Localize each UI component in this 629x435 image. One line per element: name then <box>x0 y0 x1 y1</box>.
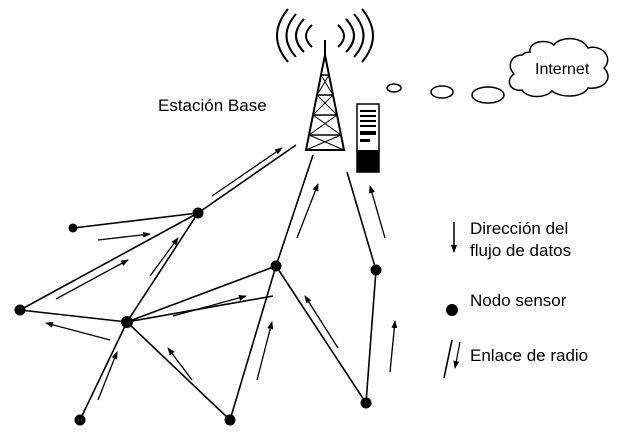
legend-radio-link: Enlace de radio <box>470 346 589 365</box>
internet-label: Internet <box>535 61 590 78</box>
sensor-node <box>192 207 204 219</box>
radio-link-icon <box>443 339 461 379</box>
sensor-nodes <box>14 207 382 426</box>
cloud-icon <box>508 37 609 98</box>
base-station-label: Estación Base <box>158 96 267 115</box>
sensor-node <box>270 260 282 272</box>
sensor-node <box>14 304 26 316</box>
server-icon <box>356 103 380 173</box>
sensor-node <box>370 264 382 276</box>
sensor-node <box>360 397 372 409</box>
radio-tower-icon <box>276 8 374 151</box>
data-flow-arrows <box>45 147 398 401</box>
sensor-node <box>74 414 86 426</box>
sensor-node-icon <box>446 304 458 316</box>
radio-links <box>19 144 377 421</box>
sensor-node <box>224 414 236 426</box>
legend-symbols <box>443 222 461 379</box>
legend-data-flow-line2: flujo de datos <box>470 241 572 260</box>
legend-data-flow-line1: Dirección del <box>470 219 569 238</box>
internet-link-bubbles <box>386 83 505 104</box>
sensor-node <box>121 316 133 328</box>
legend-sensor-node: Nodo sensor <box>470 291 567 310</box>
sensor-node <box>68 223 78 233</box>
legend-data-flow: Dirección del flujo de datos <box>470 218 571 262</box>
